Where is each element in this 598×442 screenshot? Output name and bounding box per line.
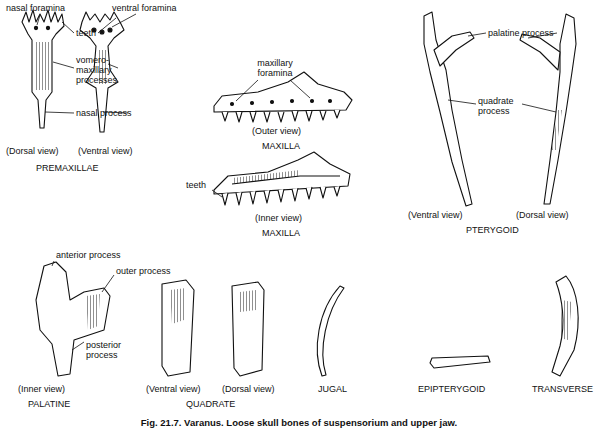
- part-label: quadrate process: [478, 96, 522, 116]
- part-label: posterior process: [86, 340, 130, 360]
- view-label: (Dorsal view): [222, 384, 275, 394]
- part-label: nasal foramina: [6, 3, 65, 13]
- view-label: (Inner view): [255, 213, 302, 223]
- part-label: anterior process: [56, 250, 121, 260]
- part-label: teeth: [186, 180, 206, 190]
- part-label: nasal process: [76, 108, 132, 118]
- part-label: vomero-maxillary processes: [76, 55, 124, 85]
- bone-name: MAXILLA: [262, 228, 300, 238]
- leader-lines: [37, 14, 557, 350]
- view-label: (Outer view): [252, 126, 301, 136]
- part-label: ventral foramina: [112, 3, 177, 13]
- figure-caption: Fig. 21.7. Varanus. Loose skull bones of…: [141, 417, 457, 428]
- view-label: (Dorsal view): [516, 210, 569, 220]
- bone-name: PTERYGOID: [466, 225, 519, 235]
- view-label: (Inner view): [18, 384, 65, 394]
- bone-name: MAXILLA: [262, 141, 300, 151]
- bone-name: PALATINE: [28, 399, 70, 409]
- bone-name: TRANSVERSE: [532, 384, 593, 394]
- bone-name: PREMAXILLAE: [36, 163, 99, 173]
- view-label: (Ventral view): [146, 384, 201, 394]
- bone-name: JUGAL: [318, 384, 347, 394]
- part-label: palatine process: [488, 28, 554, 38]
- view-label: (Dorsal view): [6, 146, 59, 156]
- bone-name: EPIPTERYGOID: [418, 384, 485, 394]
- bone-name: QUADRATE: [186, 399, 235, 409]
- part-label: outer process: [116, 266, 171, 276]
- view-label: (Ventral view): [408, 210, 463, 220]
- part-label: teeth: [76, 28, 96, 38]
- view-label: (Ventral view): [78, 146, 133, 156]
- part-label: maxillary foramina: [250, 58, 300, 78]
